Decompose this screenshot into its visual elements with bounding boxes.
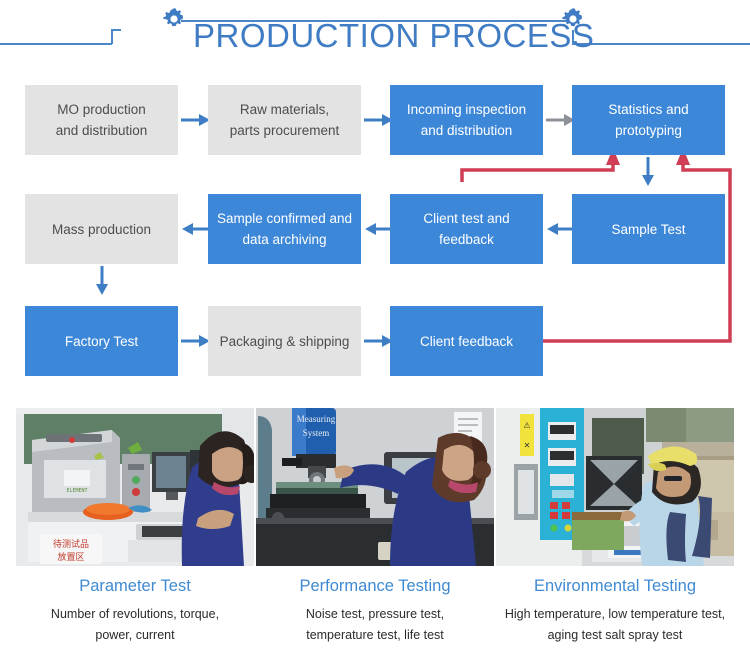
- flow-node-mo-production[interactable]: MO production and distribution: [25, 85, 178, 155]
- card-description-line-1: High temperature, low temperature test,: [504, 607, 726, 621]
- card-description-line-2: power, current: [95, 628, 175, 642]
- flow-node-sample-confirmed[interactable]: Sample confirmed and data archiving: [208, 194, 361, 264]
- header-rule-left-riser: [111, 30, 113, 44]
- gear-icon: [161, 6, 187, 32]
- flow-node-factory-test[interactable]: Factory Test: [25, 306, 178, 376]
- card-description: Number of revolutions, torque, power, cu…: [16, 604, 254, 646]
- card-description-line-1: Number of revolutions, torque,: [50, 607, 220, 621]
- flow-node-line-1: Client feedback: [419, 333, 514, 349]
- flow-node-packaging-shipping[interactable]: Packaging & shipping: [208, 306, 361, 376]
- page-title: PRODUCTION PROCESS: [193, 17, 595, 54]
- flow-node-statistics-prototyping[interactable]: Statistics and prototyping: [572, 85, 725, 155]
- flow-node-client-feedback[interactable]: Client feedback: [390, 306, 543, 376]
- photo-environmental-testing: ⚠ ✕: [496, 408, 734, 566]
- flow-node-line-2: parts procurement: [229, 123, 340, 138]
- flow-node-line-1: MO production: [57, 102, 146, 117]
- arrow-packaging-to-client-feedback: [364, 331, 394, 351]
- testing-cards: ELEMENT: [0, 408, 750, 661]
- flow-node-line-1: Raw materials,: [239, 102, 330, 117]
- svg-text:⚠: ⚠: [523, 421, 530, 430]
- svg-text:放置区: 放置区: [57, 551, 84, 562]
- flow-node-raw-materials[interactable]: Raw materials, parts procurement: [208, 85, 361, 155]
- arrow-sample-confirmed-to-mass-production: [181, 219, 211, 239]
- flow-node-line-1: Packaging & shipping: [219, 333, 350, 349]
- header-rule-top: [181, 20, 571, 22]
- photo-parameter-test: ELEMENT: [16, 408, 254, 566]
- card-environmental-testing[interactable]: ⚠ ✕: [496, 408, 734, 646]
- flow-node-line-2: and distribution: [420, 123, 513, 138]
- page-header: PRODUCTION PROCESS: [0, 0, 750, 66]
- svg-text:ELEMENT: ELEMENT: [66, 488, 87, 494]
- flow-node-line-1: Mass production: [51, 221, 152, 237]
- flow-node-line-1: Incoming inspection: [406, 102, 527, 117]
- svg-text:System: System: [303, 428, 330, 438]
- flow-node-line-1: Sample Test: [611, 221, 686, 237]
- production-flowchart: MO production and distribution Raw mater…: [0, 66, 750, 406]
- flow-node-line-2: feedback: [439, 232, 494, 247]
- card-description: Noise test, pressure test, temperature t…: [256, 604, 494, 646]
- flow-node-line-2: and distribution: [55, 123, 148, 138]
- svg-text:待测试品: 待测试品: [53, 538, 89, 549]
- flow-node-line-1: Sample confirmed and: [216, 211, 353, 226]
- flow-node-line-2: data archiving: [242, 232, 327, 247]
- header-rule-right-riser: [572, 30, 574, 44]
- arrow-mo-to-raw: [181, 110, 211, 130]
- flow-node-sample-test[interactable]: Sample Test: [572, 194, 725, 264]
- header-rule-far-right: [572, 43, 750, 45]
- card-description-line-2: aging test salt spray test: [547, 628, 683, 642]
- svg-text:Measuring: Measuring: [297, 414, 336, 424]
- header-rule-far-left: [0, 43, 112, 45]
- photo-performance-testing: Measuring System: [256, 408, 494, 566]
- card-description-line-1: Noise test, pressure test,: [305, 607, 445, 621]
- arrow-statistics-to-sample-test: [638, 157, 658, 187]
- card-title: Parameter Test: [79, 577, 191, 595]
- flow-node-mass-production[interactable]: Mass production: [25, 194, 178, 264]
- card-description: High temperature, low temperature test, …: [496, 604, 734, 646]
- header-rule-left-stub: [111, 29, 121, 31]
- arrow-raw-to-incoming: [364, 110, 394, 130]
- card-description-line-2: temperature test, life test: [306, 628, 444, 642]
- svg-text:✕: ✕: [524, 441, 531, 450]
- arrow-incoming-to-statistics: [546, 110, 576, 130]
- flow-node-incoming-inspection[interactable]: Incoming inspection and distribution: [390, 85, 543, 155]
- flow-node-client-test-feedback[interactable]: Client test and feedback: [390, 194, 543, 264]
- gear-icon: [560, 6, 586, 32]
- card-parameter-test[interactable]: ELEMENT: [16, 408, 254, 646]
- arrow-mass-production-to-factory-test: [92, 266, 112, 296]
- flow-node-line-1: Client test and: [423, 211, 510, 226]
- flow-node-line-1: Statistics and: [608, 102, 689, 117]
- flow-node-line-1: Factory Test: [64, 333, 139, 349]
- card-performance-testing[interactable]: Measuring System: [256, 408, 494, 646]
- flow-node-line-2: prototyping: [615, 123, 682, 138]
- card-title: Environmental Testing: [533, 577, 697, 595]
- arrow-factory-test-to-packaging: [181, 331, 211, 351]
- card-title: Performance Testing: [299, 577, 451, 595]
